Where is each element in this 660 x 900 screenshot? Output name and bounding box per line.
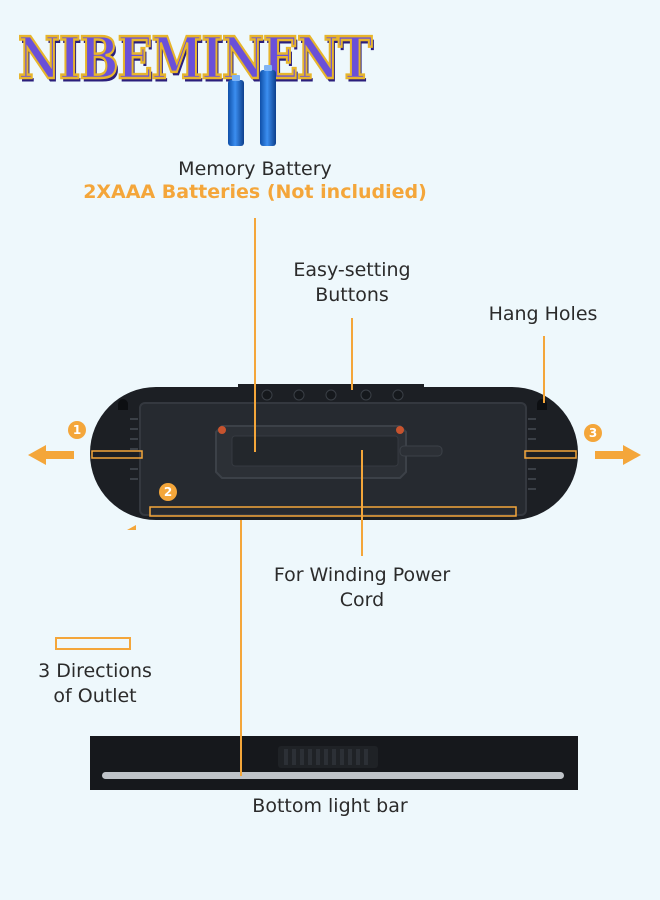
outlet-marker-1: 1 — [68, 421, 86, 439]
setting-buttons — [261, 389, 404, 401]
bottom-light-bar-label: Bottom light bar — [252, 795, 408, 817]
memory-battery-label: Memory Battery — [178, 158, 332, 180]
outlet-marker-2: 2 — [159, 483, 177, 501]
bottom-vent — [278, 746, 378, 768]
winding-label-line1: For Winding Power — [273, 564, 451, 586]
outlet-marker-3: 3 — [584, 424, 602, 442]
directions-label-line1: 3 Directions — [38, 660, 152, 682]
arrow-left-icon — [127, 525, 136, 530]
winding-label-line2: Cord — [339, 589, 385, 611]
outlet-legend-box — [55, 637, 131, 650]
batteries-illustration — [228, 65, 276, 146]
arrow-right-icon — [595, 445, 641, 465]
battery-icon — [228, 75, 244, 146]
hang-holes-label: Hang Holes — [488, 303, 598, 325]
buttons-label-line2: Buttons — [315, 284, 389, 306]
outlet-channel-3 — [524, 450, 577, 459]
directions-label-line2: of Outlet — [53, 685, 137, 707]
light-bar — [102, 772, 564, 779]
outlet-channel-1 — [91, 450, 143, 459]
cover-latch — [399, 445, 443, 457]
device-back-view — [28, 384, 641, 530]
hang-hole — [118, 399, 128, 410]
brand-logo: NIBEMINENT — [17, 23, 373, 93]
buttons-label-line1: Easy-setting — [293, 259, 411, 281]
battery-icon — [260, 65, 276, 146]
batteries-note: 2XAAA Batteries (Not includied) — [83, 181, 427, 203]
outlet-channel-2 — [149, 506, 517, 517]
bottom-view — [90, 736, 578, 790]
arrow-left-icon — [28, 445, 74, 465]
